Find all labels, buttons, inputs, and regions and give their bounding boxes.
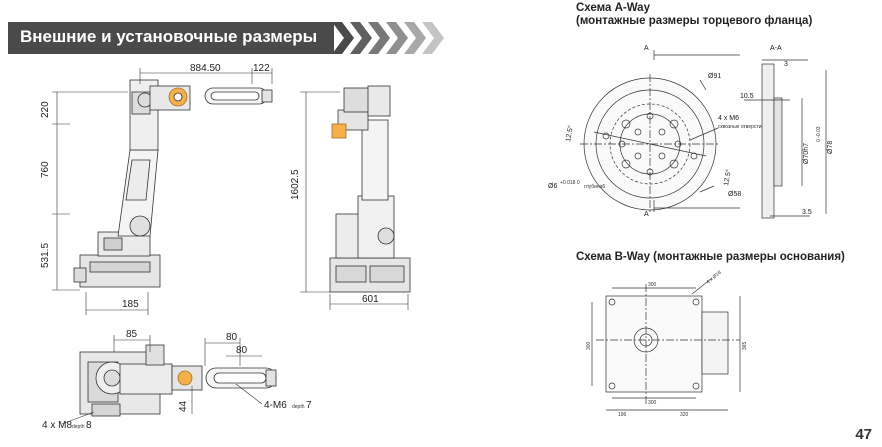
m6-depth-value: 7 bbox=[306, 400, 312, 411]
dim-85: 85 bbox=[126, 329, 138, 340]
section-title: Внешние и установочные размеры bbox=[20, 27, 318, 46]
m6-depth-label: depth bbox=[292, 404, 305, 410]
flange-holes: 4 x M6 bbox=[718, 115, 739, 122]
base-dim-196: 196 bbox=[618, 412, 627, 418]
section-aa-d70-tolerance: 0 -0.03 bbox=[816, 126, 822, 142]
m8-depth-label: depth bbox=[72, 424, 85, 430]
dim-44: 44 bbox=[178, 400, 189, 412]
dim-185: 185 bbox=[122, 299, 139, 310]
flange-d6-tolerance: +0.018 0 bbox=[560, 180, 580, 186]
section-aa-dim-3-5: 3.5 bbox=[802, 209, 812, 216]
dim-531-5: 531.5 bbox=[40, 243, 51, 268]
top-view-dimensions bbox=[61, 335, 263, 425]
flange-d6: Ø6 bbox=[548, 183, 557, 190]
side-view-robot bbox=[73, 79, 273, 288]
scheme-a-title: Схема A-Way bbox=[576, 2, 650, 14]
flange-angle-left: 12.5° bbox=[564, 125, 575, 143]
page-number: 47 bbox=[855, 426, 872, 443]
dim-884-5: 884.50 bbox=[190, 63, 221, 74]
section-a-bottom-label: A bbox=[644, 211, 649, 218]
section-aa-d78: Ø78 bbox=[827, 141, 834, 154]
base-dim-300-top: 300 bbox=[648, 282, 657, 288]
section-title-banner: Внешние и установочные размеры bbox=[8, 22, 334, 54]
flange-angle-right: 12.5° bbox=[722, 169, 733, 187]
base-hole-note: 4 x Ø18 bbox=[705, 270, 722, 286]
side-view-dimensions bbox=[52, 68, 273, 315]
base-dim-365: 365 bbox=[742, 341, 748, 350]
flange-d6-note: глубина6 bbox=[584, 184, 605, 190]
section-aa-dim-3: 3 bbox=[784, 61, 788, 68]
section-a-top-label: A bbox=[644, 45, 649, 52]
front-view-robot bbox=[329, 85, 411, 293]
scheme-a-subtitle: (монтажные размеры торцевого фланца) bbox=[576, 15, 813, 27]
section-aa-dim-10-5: 10.5 bbox=[740, 93, 754, 100]
dim-1602-5: 1602.5 bbox=[290, 169, 301, 200]
m8-label: 4 x M8 bbox=[42, 420, 72, 431]
flange-holes-note: сквозные отверстия bbox=[718, 124, 765, 130]
dim-80-b: 80 bbox=[236, 345, 248, 356]
front-view-dimensions bbox=[300, 91, 409, 310]
flange-d91: Ø91 bbox=[708, 73, 721, 80]
base-dim-320: 320 bbox=[680, 412, 689, 418]
dim-80-a: 80 bbox=[226, 332, 238, 343]
flange-d58: Ø58 bbox=[728, 191, 741, 198]
base-drawing bbox=[591, 277, 741, 411]
banner-stripes bbox=[332, 22, 444, 54]
section-aa-d70: Ø70h7 bbox=[803, 143, 810, 164]
flange-section-aa bbox=[744, 59, 827, 219]
base-dim-300-bottom: 300 bbox=[648, 400, 657, 406]
m8-depth-value: 8 bbox=[86, 420, 92, 431]
section-aa-label: A-A bbox=[770, 45, 782, 52]
top-view-robot bbox=[79, 344, 277, 417]
m6-label: 4-M6 bbox=[264, 400, 287, 411]
dim-760: 760 bbox=[40, 161, 51, 178]
flange-drawing bbox=[580, 50, 740, 214]
scheme-b-title: Схема B-Way (монтажные размеры основания… bbox=[576, 251, 845, 263]
dim-122: 122 bbox=[253, 63, 270, 74]
base-dim-300-left: 300 bbox=[586, 341, 592, 350]
dim-601: 601 bbox=[362, 294, 379, 305]
dim-220: 220 bbox=[40, 101, 51, 118]
